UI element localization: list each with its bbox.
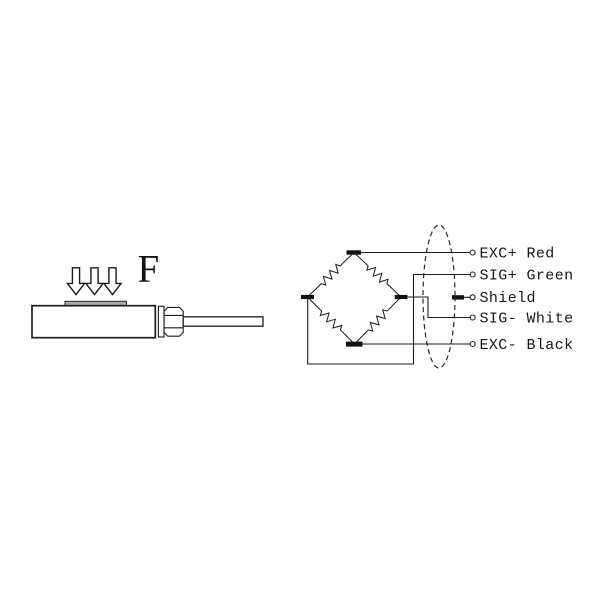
wire-terminal-circle [469,271,476,278]
cable-shield-ellipse [422,224,456,369]
wire-terminal-circle [469,340,476,348]
bridge-node-left [301,294,314,300]
wire-label-exc-minus: EXC- Black [480,337,574,354]
force-arrow-icon [102,267,123,296]
bridge-resistor [307,252,355,298]
bridge-resistor [354,296,402,345]
wire-label-sig-plus: SIG+ Green [480,267,574,284]
force-label: F [138,248,160,291]
bridge-resistor [307,296,355,345]
bridge-node-right [394,294,408,300]
cable-gland-collar [157,305,165,338]
force-arrow-icon [84,267,105,296]
wire-terminal-circle [469,294,476,301]
shield-terminal [452,295,464,300]
bridge-resistor [353,252,402,298]
cable-gland-nut [163,306,184,337]
wire-terminal-circle [469,249,476,256]
wire-sig-minus [407,296,470,319]
wire-sig-plus [307,273,470,365]
load-cell-body [31,304,157,339]
cable [182,316,264,327]
wire-label-shield: Shield [480,290,536,307]
bridge-circuit: EXC+ Red SIG+ Green Shield SIG- White EX… [301,224,574,369]
bridge-node-bottom [346,341,363,347]
wire-terminal-circle [469,314,476,321]
force-arrow-icon [65,267,87,296]
wire-label-sig-minus: SIG- White [480,310,574,327]
wire-label-exc-plus: EXC+ Red [480,245,555,262]
bridge-node-top [346,250,361,255]
load-cell-drawing: F [31,248,264,339]
